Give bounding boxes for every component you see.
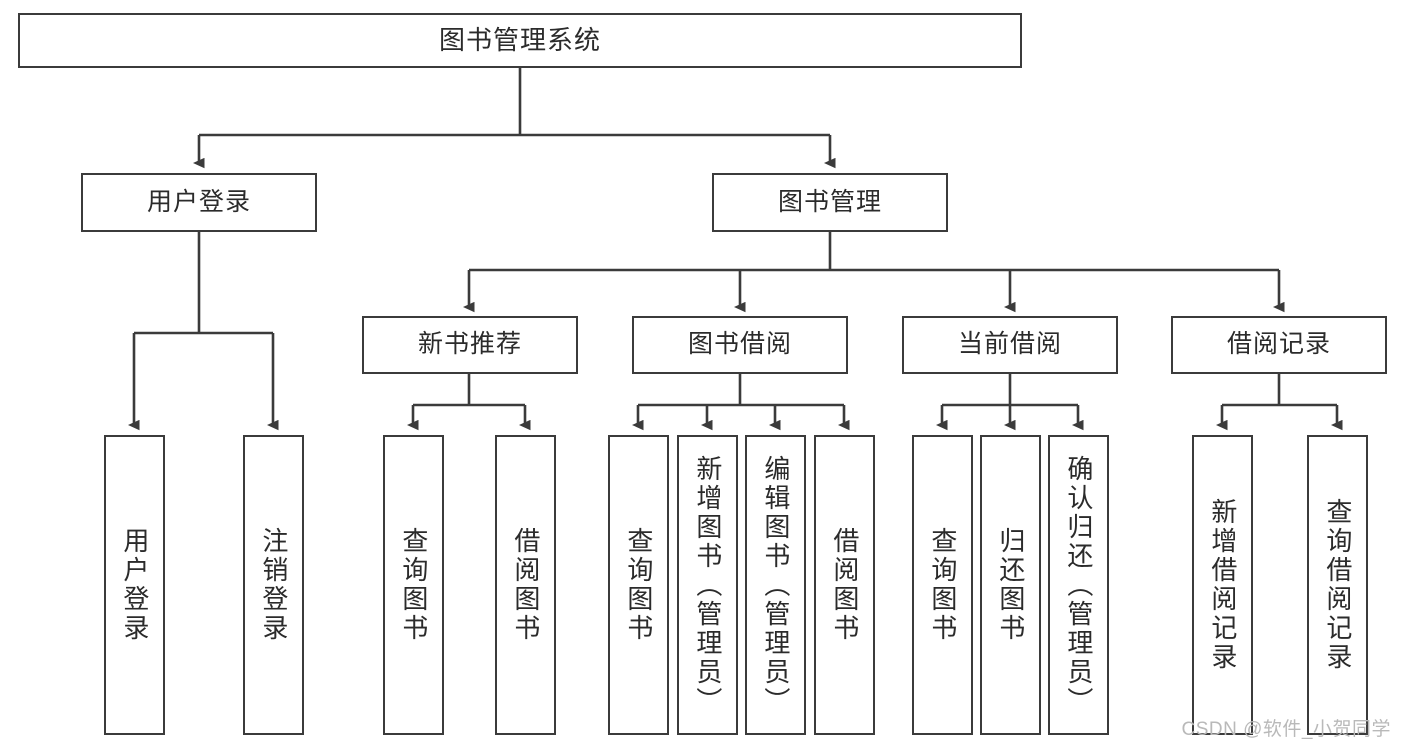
node-borrow-record[interactable]: 借阅记录 <box>1171 316 1387 374</box>
node-label: 归还图书 <box>995 527 1026 643</box>
node-label: 查询借阅记录 <box>1322 498 1353 672</box>
node-leaf-confirm-return[interactable]: 确认归还（管理员） <box>1048 435 1109 735</box>
node-leaf-query-book-1[interactable]: 查询图书 <box>383 435 444 735</box>
node-label: 借阅图书 <box>829 527 860 643</box>
node-user-login[interactable]: 用户登录 <box>81 173 317 232</box>
node-leaf-borrow-book-2[interactable]: 借阅图书 <box>814 435 875 735</box>
node-new-book-recommend[interactable]: 新书推荐 <box>362 316 578 374</box>
node-current-borrow[interactable]: 当前借阅 <box>902 316 1118 374</box>
node-leaf-edit-book[interactable]: 编辑图书（管理员） <box>745 435 806 735</box>
node-label: 查询图书 <box>398 527 429 643</box>
node-label: 确认归还（管理员） <box>1063 454 1094 716</box>
node-label: 注销登录 <box>258 527 289 643</box>
node-label: 编辑图书（管理员） <box>760 454 791 716</box>
node-root-system[interactable]: 图书管理系统 <box>18 13 1022 68</box>
node-label: 当前借阅 <box>957 330 1062 359</box>
node-leaf-return-book[interactable]: 归还图书 <box>980 435 1041 735</box>
csdn-watermark: CSDN @软件_小贺同学 <box>1181 719 1391 740</box>
node-label: 用户登录 <box>146 187 251 216</box>
node-label: 新增借阅记录 <box>1207 498 1238 672</box>
node-leaf-user-login[interactable]: 用户登录 <box>104 435 165 735</box>
node-label: 新书推荐 <box>417 330 522 359</box>
node-leaf-add-book[interactable]: 新增图书（管理员） <box>677 435 738 735</box>
node-book-borrow[interactable]: 图书借阅 <box>632 316 848 374</box>
node-label: 借阅图书 <box>510 527 541 643</box>
node-leaf-logout[interactable]: 注销登录 <box>243 435 304 735</box>
node-label: 图书管理系统 <box>438 25 601 56</box>
node-label: 用户登录 <box>119 527 150 643</box>
node-leaf-query-book-3[interactable]: 查询图书 <box>912 435 973 735</box>
node-label: 借阅记录 <box>1226 330 1331 359</box>
node-leaf-query-book-2[interactable]: 查询图书 <box>608 435 669 735</box>
node-label: 查询图书 <box>623 527 654 643</box>
node-leaf-borrow-book-1[interactable]: 借阅图书 <box>495 435 556 735</box>
node-label: 新增图书（管理员） <box>692 454 723 716</box>
node-book-management[interactable]: 图书管理 <box>712 173 948 232</box>
node-label: 查询图书 <box>927 527 958 643</box>
node-label: 图书借阅 <box>687 330 792 359</box>
node-leaf-add-record[interactable]: 新增借阅记录 <box>1192 435 1253 735</box>
node-leaf-query-record[interactable]: 查询借阅记录 <box>1307 435 1368 735</box>
node-label: 图书管理 <box>777 187 882 216</box>
